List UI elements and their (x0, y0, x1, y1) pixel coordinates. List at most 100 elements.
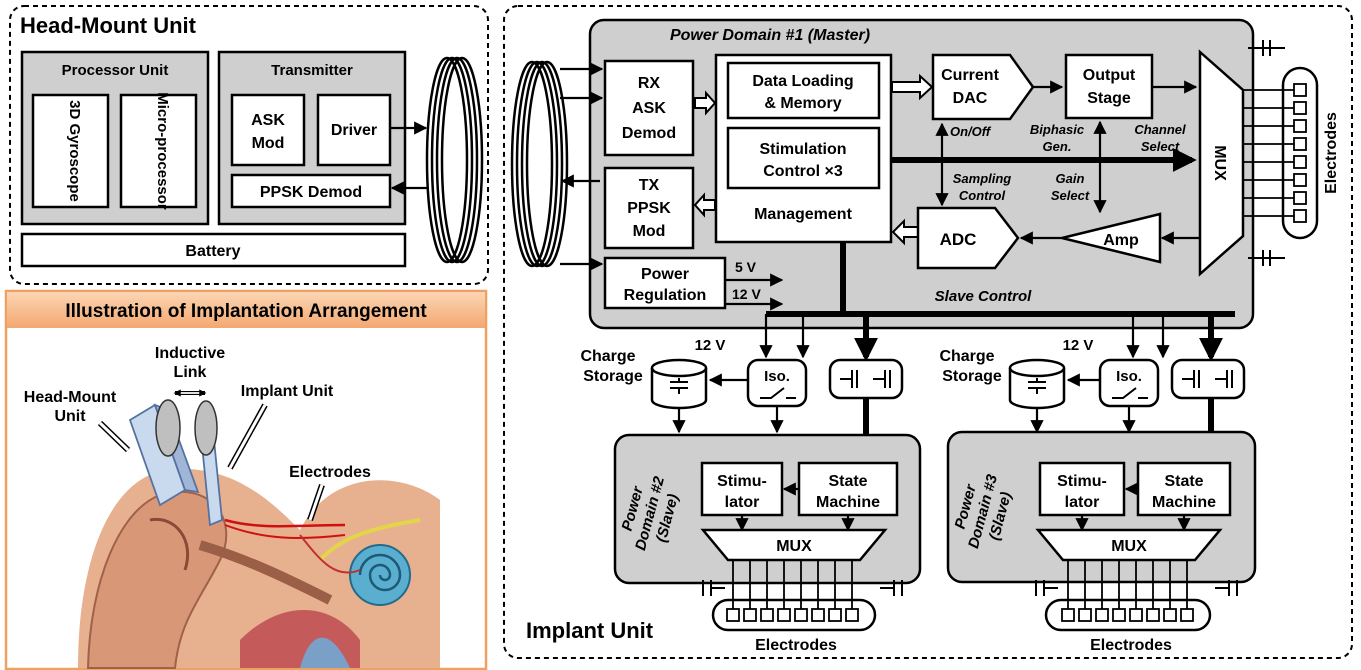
slave-control-label: Slave Control (935, 288, 1033, 305)
management-label: Management (754, 206, 852, 223)
slave-2: 12 V Charge Storage Iso. Power (580, 314, 922, 654)
implant-section: Implant Unit Power Domain #1 (Master) RX… (503, 5, 1353, 659)
driver-block (316, 93, 392, 167)
power-regulation-block (603, 256, 727, 310)
channel-select-label-1: Channel (1134, 122, 1186, 137)
implant-title: Implant Unit (526, 618, 654, 643)
rx-label-2: ASK (632, 100, 666, 117)
management-to-tx-hollow-arrow (693, 192, 716, 218)
slave-2-state-machine-label-1: State (828, 473, 867, 490)
implant-border (503, 5, 1353, 659)
slave-3-charge-label-2: Storage (942, 368, 1002, 385)
biphasic-label-2: Gen. (1043, 139, 1072, 154)
driver-label: Driver (331, 122, 377, 139)
data-loading-block (726, 61, 881, 120)
power-12v-label: 12 V (732, 286, 761, 302)
on-off-label: On/Off (950, 124, 992, 139)
illustration-section: Illustration of Implantation Arrangement… (4, 289, 488, 670)
slave-2-mux-block (700, 528, 888, 562)
battery-label: Battery (185, 243, 240, 260)
head-mount-border (9, 5, 489, 285)
slave-2-mux-label: MUX (776, 538, 812, 555)
current-dac-block (931, 53, 1035, 121)
output-stage-label-1: Output (1083, 67, 1136, 84)
head-mount-unit-label-2: Unit (54, 408, 86, 425)
electrodes-label: Electrodes (289, 464, 371, 481)
master-electrodes-label: Electrodes (1323, 112, 1340, 194)
data-loading-label-2: & Memory (764, 95, 841, 112)
current-dac-label-2: DAC (953, 90, 988, 107)
ppsk-demod-block (230, 173, 392, 209)
sampling-label-1: Sampling (953, 171, 1012, 186)
head-mount-unit-label-1: Head-Mount (24, 389, 117, 406)
slave-3-stimulator-label-2: lator (1065, 494, 1100, 511)
slave-3-electrodes-label: Electrodes (1090, 637, 1172, 654)
slave-3-12v-label: 12 V (1063, 337, 1094, 354)
battery-block (20, 232, 407, 268)
power-regulation-label-1: Power (641, 266, 689, 283)
slave-3-stimulator-block (1038, 461, 1126, 517)
slave-2-stimulator-block (700, 461, 784, 517)
output-stage-block (1064, 53, 1154, 120)
biphasic-label-1: Biphasic (1030, 122, 1085, 137)
master-electrodes (1243, 66, 1319, 240)
ear-illustration (78, 399, 440, 669)
gain-label-1: Gain (1056, 171, 1085, 186)
slave-3-iso-label: Iso. (1116, 368, 1142, 385)
implant-unit-pointer (227, 403, 268, 470)
processor-unit-label: Processor Unit (62, 62, 169, 79)
inductive-link-label-1: Inductive (155, 345, 225, 362)
ask-mod-label-2: Mod (252, 135, 285, 152)
stimulation-control-label-2: Control ×3 (763, 163, 843, 180)
amp-block (1061, 212, 1162, 264)
power-domain-1-label: Power Domain #1 (Master) (670, 27, 870, 44)
power-regulation-label-2: Regulation (624, 287, 707, 304)
electrodes-pointer (307, 484, 325, 521)
slave-3-charge-label-1: Charge (939, 348, 994, 365)
stimulation-control-label-1: Stimulation (759, 141, 846, 158)
illustration-title: Illustration of Implantation Arrangement (65, 301, 427, 322)
slave-2-charge-label-1: Charge (580, 348, 635, 365)
slave-3-mux-label: MUX (1111, 538, 1147, 555)
stimulation-control-block (726, 126, 881, 190)
slave-3-state-machine-label-1: State (1164, 473, 1203, 490)
slave-2-charge-storage (650, 358, 708, 410)
head-mount-pointer (97, 420, 131, 453)
tx-label-1: TX (639, 177, 660, 194)
implant-coil (510, 60, 569, 268)
slave-2-ground-caps (702, 580, 903, 596)
slave-3-electrodes (1044, 560, 1212, 632)
slave-2-iso-label: Iso. (764, 368, 790, 385)
power-5v-label: 5 V (735, 259, 757, 275)
slave-3-ground-caps (1035, 580, 1238, 596)
ppsk-demod-label: PPSK Demod (260, 184, 362, 201)
output-stage-label-2: Stage (1087, 90, 1131, 107)
adc-label: ADC (940, 230, 977, 249)
slave-3-charge-storage (1008, 358, 1066, 410)
ask-mod-label-1: ASK (251, 112, 285, 129)
slave-3-state-machine-label-2: Machine (1152, 494, 1216, 511)
sampling-label-2: Control (959, 188, 1006, 203)
adc-block (916, 206, 1020, 270)
head-mount-title: Head-Mount Unit (20, 13, 197, 38)
slave-2-stimulator-label-2: lator (725, 494, 760, 511)
data-loading-label-1: Data Loading (752, 73, 853, 90)
master-mux-block (1198, 49, 1245, 277)
rx-label-3: Demod (622, 125, 676, 142)
slave-2-stimulator-label-1: Stimu- (717, 473, 767, 490)
master-mux-label: MUX (1211, 145, 1228, 181)
head-mount-section: Head-Mount Unit Processor Unit 3D Gyrosc… (9, 5, 489, 285)
slave-2-charge-label-2: Storage (583, 368, 643, 385)
slave-2-state-machine-block (797, 461, 899, 517)
rx-to-management-hollow-arrow (694, 90, 717, 116)
current-dac-label-1: Current (941, 67, 999, 84)
slave-2-12v-label: 12 V (695, 337, 726, 354)
slave-3: 12 V Charge Storage Iso. Power (939, 314, 1257, 654)
management-to-dac-hollow-arrow (891, 73, 934, 101)
slave-2-state-machine-label-2: Machine (816, 494, 880, 511)
inductive-link-label-2: Link (174, 364, 207, 381)
tx-label-3: Mod (633, 223, 666, 240)
transmitter-label: Transmitter (271, 62, 353, 79)
gyroscope-block (31, 93, 110, 209)
